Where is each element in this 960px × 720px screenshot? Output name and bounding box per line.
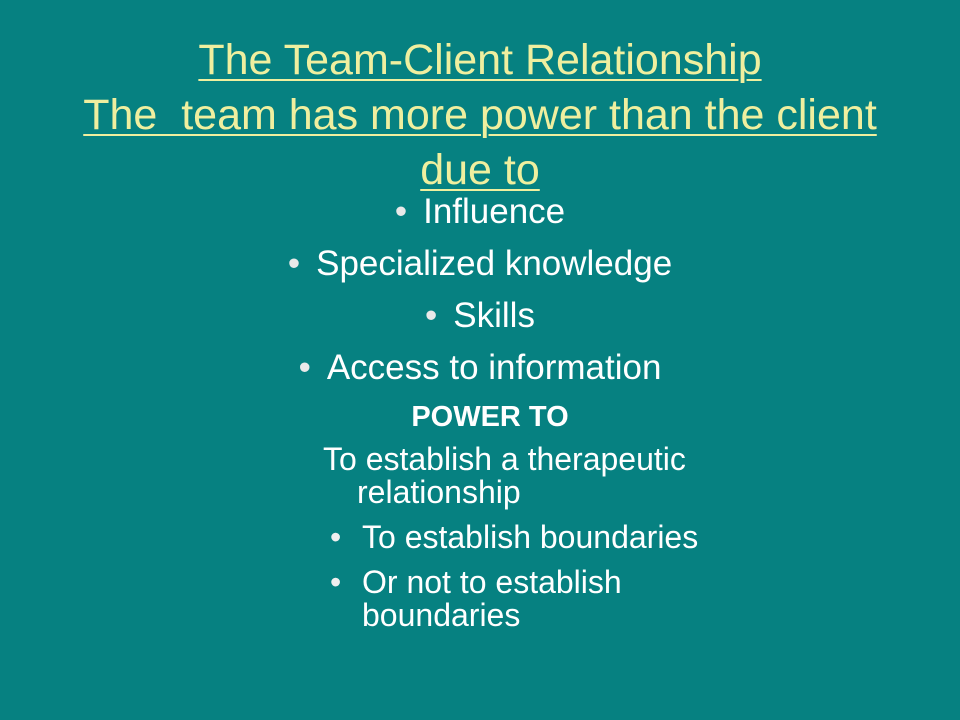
bullet-icon: • bbox=[287, 244, 301, 283]
bullet-text: Influence bbox=[423, 192, 566, 231]
paragraph: To establish a therapeutic relationship bbox=[323, 441, 686, 510]
bullet-icon: • bbox=[425, 296, 438, 335]
list-item: • Skills bbox=[0, 290, 960, 342]
bullet-icon: • bbox=[394, 192, 408, 231]
bullet-text: To establish boundaries bbox=[362, 519, 699, 555]
list-item: • Specialized knowledge bbox=[0, 238, 960, 290]
title-line-2: The team has more power than the client bbox=[83, 91, 877, 139]
bullet-text: Or not to establish boundaries bbox=[362, 564, 622, 633]
title-line-3: due to bbox=[420, 146, 540, 194]
list-item: • To establish boundaries bbox=[323, 521, 713, 554]
power-to-body: To establish a therapeutic relationship … bbox=[323, 443, 713, 632]
main-bullet-list: • Influence • Specialized knowledge • Skill… bbox=[0, 186, 960, 394]
slide-title: The Team-Client Relationship The team ha… bbox=[0, 33, 960, 198]
bullet-text: Access to information bbox=[326, 348, 662, 387]
list-item: • Influence bbox=[0, 186, 960, 238]
bullet-icon: • bbox=[298, 348, 311, 387]
bullet-text: Specialized knowledge bbox=[316, 244, 673, 283]
bullet-icon: • bbox=[330, 519, 342, 555]
bullet-text: Skills bbox=[453, 296, 535, 335]
power-to-heading: POWER TO bbox=[411, 401, 569, 433]
list-item: • Or not to establish boundaries bbox=[323, 566, 713, 632]
bullet-icon: • bbox=[330, 564, 342, 600]
title-line-1: The Team-Client Relationship bbox=[198, 36, 762, 84]
list-item: • Access to information bbox=[0, 342, 960, 394]
